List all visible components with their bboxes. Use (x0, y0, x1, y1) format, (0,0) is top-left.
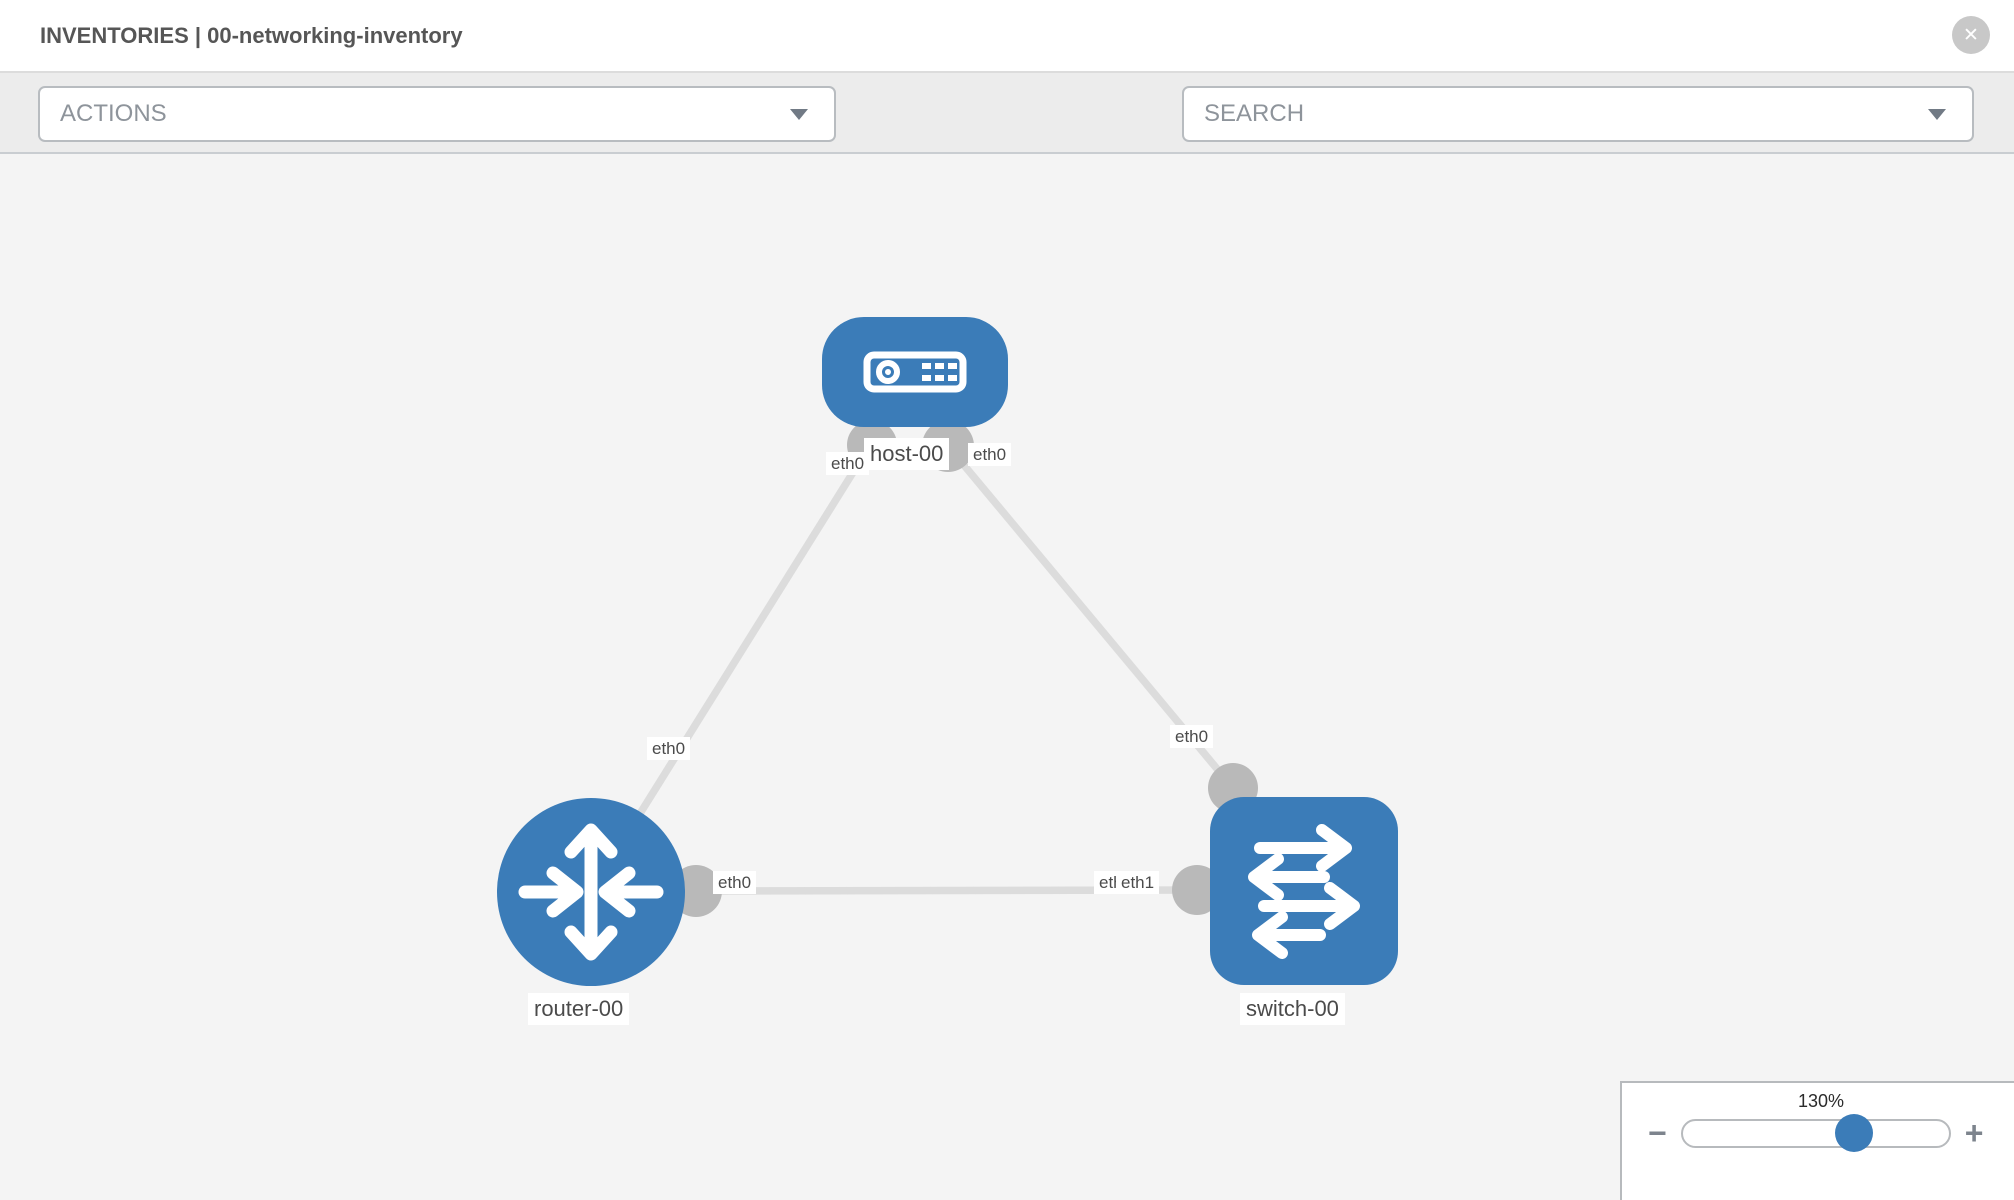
close-icon: ✕ (1963, 24, 1979, 46)
plus-icon[interactable]: + (1964, 1115, 1984, 1151)
node-router[interactable] (497, 798, 685, 986)
interface-label: eth1 (1116, 871, 1160, 895)
node-label-router: router-00 (528, 993, 630, 1025)
minus-icon[interactable]: − (1648, 1115, 1667, 1151)
node-label-switch: switch-00 (1240, 993, 1345, 1025)
node-switch[interactable] (1210, 797, 1398, 985)
search-dropdown-label: SEARCH (1204, 100, 1305, 127)
zoom-slider-knob[interactable] (1834, 1114, 1873, 1152)
interface-label: eth0 (713, 871, 757, 895)
actions-dropdown-label: ACTIONS (60, 100, 167, 127)
interface-label: eth0 (968, 443, 1012, 467)
chevron-down-icon (1928, 109, 1946, 120)
node-host[interactable] (822, 317, 1008, 427)
interface-dot (1172, 865, 1222, 915)
zoom-control-panel: 130% − + (1620, 1081, 2014, 1200)
node-label-host: host-00 (864, 438, 950, 470)
switch-icon (1248, 824, 1360, 959)
host-icon (863, 351, 967, 393)
close-button[interactable]: ✕ (1952, 16, 1990, 54)
zoom-slider-track[interactable] (1680, 1114, 1951, 1152)
interface-label: eth0 (826, 452, 870, 476)
chevron-down-icon (790, 109, 808, 120)
zoom-slider-row: − + (1622, 1114, 2014, 1152)
actions-dropdown[interactable]: ACTIONS (38, 86, 836, 142)
topology-canvas[interactable]: eth0 host-00 eth0 eth0 eth0 eth0 eth0 et… (0, 154, 2014, 1200)
router-icon (518, 823, 664, 961)
header-bar: INVENTORIES | 00-networking-inventory ✕ (0, 0, 2014, 73)
zoom-percentage: 130% (1797, 1091, 1845, 1111)
page-title: INVENTORIES | 00-networking-inventory (40, 23, 463, 48)
interface-label: eth0 (1170, 725, 1214, 749)
search-dropdown[interactable]: SEARCH (1182, 86, 1974, 142)
interface-label: eth0 (647, 737, 691, 761)
